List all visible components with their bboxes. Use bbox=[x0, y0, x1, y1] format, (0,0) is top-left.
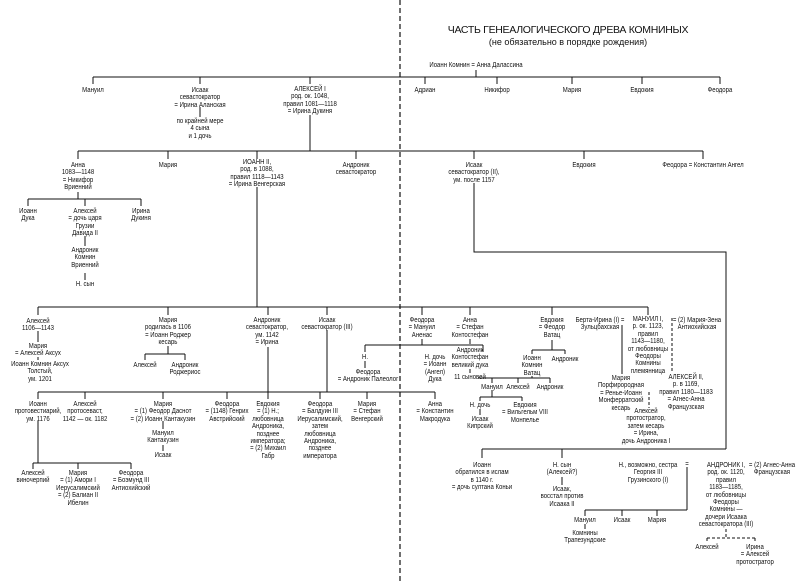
person-manuil-kant: Мануил Кантакузин bbox=[147, 430, 179, 445]
person-evdokia1: Евдокия bbox=[630, 87, 654, 94]
person-feodora2: Феодора = Константин Ангел bbox=[662, 162, 744, 169]
person-n-son: Н. сын bbox=[75, 281, 95, 288]
person-sons11: 11 сыновей bbox=[454, 374, 486, 381]
person-alexei2: АЛЕКСЕЙ II, р. в 1169, правил 1180—1183 … bbox=[659, 374, 713, 411]
person-evdokia4: Евдокия = (1) Н.; любовница Андроника, п… bbox=[250, 401, 286, 460]
person-evdokia2: Евдокия bbox=[572, 162, 596, 169]
person-n3: Н. bbox=[361, 354, 369, 361]
person-ioann-vatac: Иоанн Комнин Ватац bbox=[521, 355, 543, 377]
person-andronik1: АНДРОНИК I, род. ок. 1120, правил 1183—1… bbox=[698, 462, 754, 529]
person-isaak-t: Исаак bbox=[613, 517, 631, 524]
person-isaak-k: Исаак bbox=[154, 452, 172, 459]
person-n-daughter3: Н. дочь = Иоанн (Ангел) Дука bbox=[423, 354, 447, 384]
person-isaak3: Исаак севастократор (III) bbox=[301, 317, 353, 332]
anna-lines bbox=[27, 192, 142, 280]
person-andronik-kont: Андроник Контостефан великий дука bbox=[451, 347, 489, 369]
person-alexei-a1: Алексей bbox=[695, 544, 719, 551]
person-maria-aksukh: Мария = Алексей Аксух bbox=[15, 343, 61, 358]
person-maria5: Мария = (1) Амори I Иерусалимский = (2) … bbox=[56, 470, 100, 507]
person-maria-porf: Мария Порфирородная = Ренье-Иоанн Монфер… bbox=[597, 375, 645, 412]
person-feodora4: Феодора = (1148) Генрих Австрийский bbox=[205, 401, 249, 423]
person-irina-dukinya: Ирина Дукиня bbox=[131, 208, 151, 223]
person-maria2: Мария bbox=[158, 162, 178, 169]
person-andronik2: Андроник севастократор bbox=[335, 162, 377, 177]
person-evdokia-monp: Евдокия = Вильгельм VIII Монпелье bbox=[502, 402, 548, 424]
person-isaak-kipr: Исаак Кипрский bbox=[467, 416, 493, 431]
isaak2-lines bbox=[473, 183, 727, 485]
person-adrian: Адриан bbox=[414, 87, 436, 94]
person-ioann-aksukh: Иоанн Комнин Аксух Толстый, ум. 1201 bbox=[11, 361, 69, 383]
person-evdokia3: Евдокия = Феодор Ватац bbox=[538, 317, 566, 339]
person-feodora1: Феодора bbox=[707, 87, 733, 94]
person-maria3: Мария родилась в 1106 = Иоанн Роджер кес… bbox=[145, 317, 191, 347]
person-alexei-protosev: Алексей протосеваст, 1142 — ок. 1182 bbox=[62, 401, 108, 423]
person-alexios1: АЛЕКСЕЙ I род. ок. 1048, правил 1081—111… bbox=[283, 86, 337, 116]
person-manuil1: МАНУИЛ I, р. ок. 1123, правил 1143—1180,… bbox=[627, 316, 669, 375]
person-root: Иоанн Комнин = Анна Далассина bbox=[429, 62, 523, 69]
person-ioann-protovest: Иоанн протовестиарий, ум. 1176 bbox=[14, 401, 62, 423]
n-sister-lines bbox=[584, 467, 688, 529]
person-alexei-v: Алексей bbox=[506, 384, 530, 391]
person-maria-t: Мария bbox=[647, 517, 667, 524]
person-n-doch-v: Н. дочь bbox=[469, 402, 491, 409]
person-irina-a1: Ирина = Алексей протостратор bbox=[736, 544, 774, 566]
person-isaak1: Исаак севастократор = Ирина Аланская bbox=[174, 87, 226, 109]
ioann2-lines bbox=[37, 187, 649, 315]
person-ioann-islam: Иоанн обратился в ислам в 1140 г. = дочь… bbox=[451, 462, 513, 492]
person-nikifor: Никифор bbox=[484, 87, 510, 94]
person-manuil-t: Мануил bbox=[574, 517, 596, 524]
person-feodora-bald: Феодора = Балдуин III Иерусалимский, зат… bbox=[297, 401, 343, 460]
marriage-sign: = bbox=[685, 461, 689, 468]
anna3-lines bbox=[469, 339, 551, 415]
person-feodora3: Феодора = Мануил Аненас bbox=[408, 317, 436, 339]
diagram-title: ЧАСТЬ ГЕНЕАЛОГИЧЕСКОГО ДРЕВА КОМНИНЫХ bbox=[447, 24, 689, 36]
person-andronik3: Андроник севастократор, ум. 1142 = Ирина bbox=[245, 317, 289, 347]
person-maria4: Мария = (1) Феодор Даснот = (2) Иоанн Ка… bbox=[130, 401, 196, 423]
person-maria-zena: = (2) Мария-Зена Антиохийская bbox=[672, 317, 722, 332]
gen2-lines bbox=[77, 150, 704, 159]
person-manuil: Мануил bbox=[82, 87, 104, 94]
person-agnes: = (2) Агнес-Анна Французская bbox=[748, 462, 796, 477]
person-anna-makr: Анна = Константин Макродука bbox=[416, 401, 454, 423]
person-isaak-rebel: Исаак, восстал против Исаака II bbox=[540, 486, 584, 508]
gen1-lines bbox=[92, 70, 721, 151]
person-anna3: Анна = Стефан Контостефан bbox=[451, 317, 489, 339]
person-manuil-v: Мануил bbox=[481, 384, 503, 391]
evdokia3-lines bbox=[531, 340, 566, 378]
alexei3-lines bbox=[37, 331, 186, 360]
person-anna: Анна 1083—1148 = Никифор Вриенний bbox=[61, 162, 95, 192]
person-trapez: Комнины Трапезундские bbox=[564, 530, 606, 545]
person-feodora5: Феодора = Боэмунд III Антиохийский bbox=[111, 470, 151, 492]
person-ioann-duka: Иоанн Дука bbox=[19, 208, 37, 223]
andronik1-dashed bbox=[706, 529, 756, 543]
person-ioann2: ИОАНН II, род. в 1088, правил 1118—1143 … bbox=[228, 159, 286, 189]
person-andronik-v2: Андроник bbox=[536, 384, 564, 391]
person-maria1: Мария bbox=[562, 87, 582, 94]
person-isaak1-kids: по крайней мере 4 сына и 1 дочь bbox=[176, 118, 224, 140]
person-maria-steph: Мария = Стефан Венгерский bbox=[351, 401, 383, 423]
person-berta: Берта-Ирина (I) = Зульцбахская bbox=[575, 317, 625, 332]
person-alexei-protostr: Алексей протостратор, затем кесарь = Ири… bbox=[621, 408, 671, 445]
person-n-sister: Н., возможно, сестра Георгия III Грузинс… bbox=[618, 462, 678, 484]
person-andronik-r: Андроник Роджериос bbox=[169, 362, 201, 377]
person-andronik-vr: Андроник Комнин Вриенний bbox=[71, 247, 99, 269]
person-n-son2: Н. сын (Алексей?) bbox=[546, 462, 578, 477]
andronik3-lines bbox=[37, 330, 436, 451]
person-alexei-a: Алексей = дочь царя Грузии Давида II bbox=[68, 208, 102, 238]
person-alexei-vin: Алексей виночерпий bbox=[16, 470, 50, 485]
manuil1-dashed bbox=[648, 318, 673, 408]
person-alexei-r: Алексей bbox=[133, 362, 157, 369]
ioann-protovest-lines bbox=[32, 421, 132, 469]
person-alexei3: Алексей 1106—1143 bbox=[22, 318, 54, 333]
person-feodora-pal: Феодора = Андроник Палеолог bbox=[337, 369, 399, 384]
diagram-subtitle: (не обязательно в порядке рождения) bbox=[488, 37, 648, 47]
feodora3-lines bbox=[364, 339, 484, 368]
person-isaak2: Исаак севастократор (II), ум. после 1157 bbox=[448, 162, 500, 184]
person-andronik-v: Андроник bbox=[551, 356, 579, 363]
